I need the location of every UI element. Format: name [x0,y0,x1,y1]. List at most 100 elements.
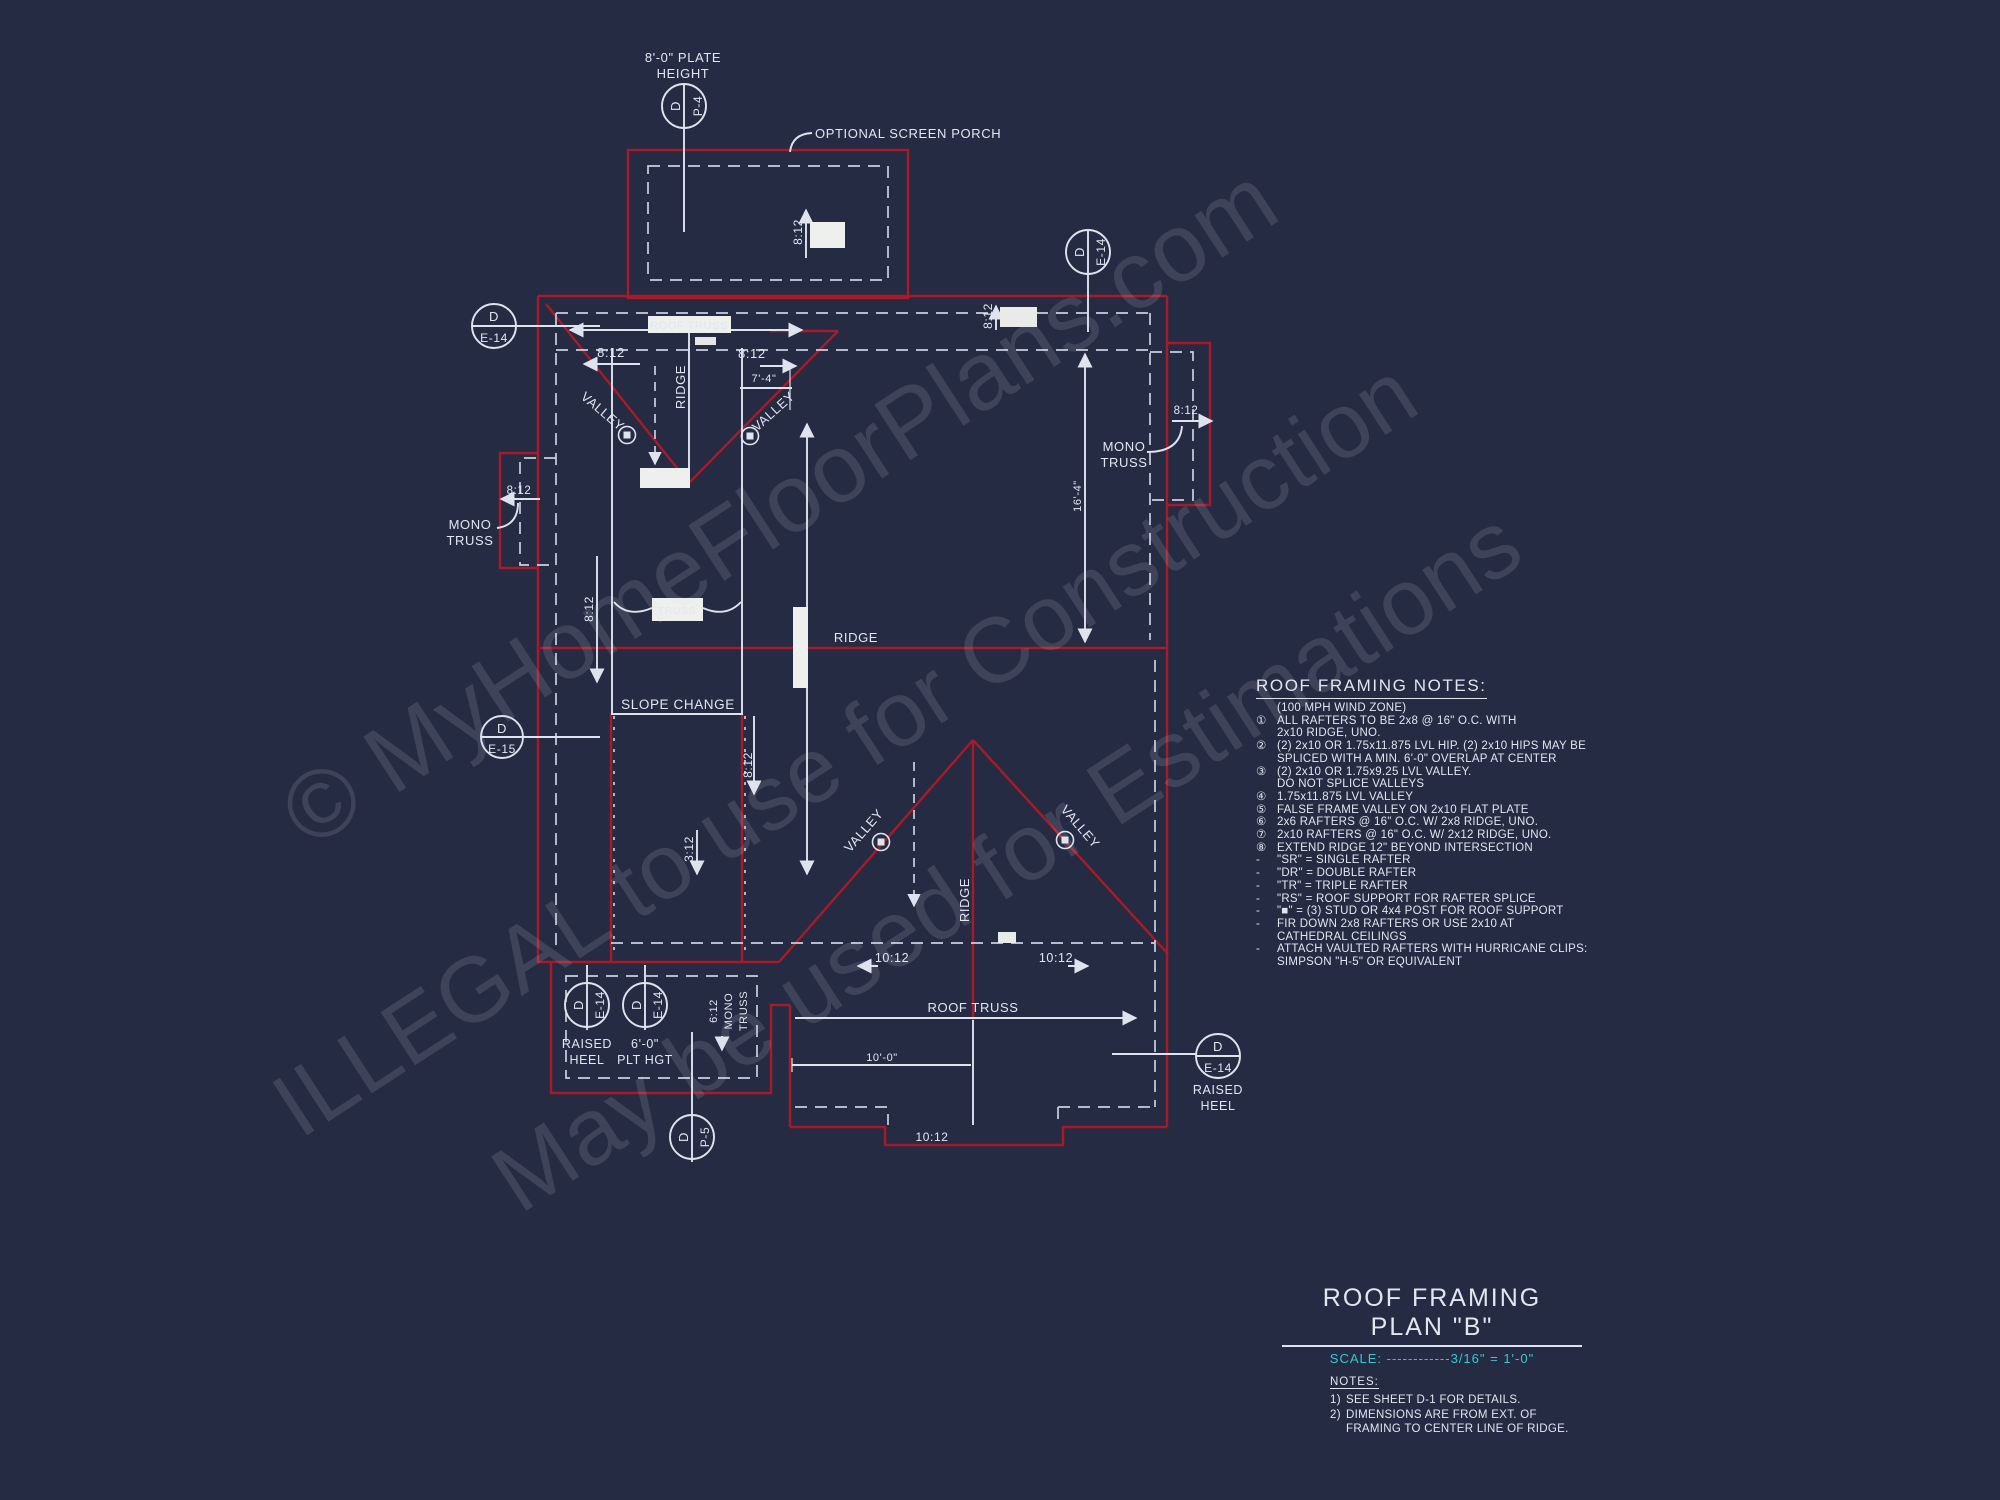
title-block: ROOF FRAMING PLAN "B" SCALE: -----------… [1282,1284,1582,1366]
mono-truss-label: TRUSS [738,991,750,1031]
mono-truss-label: TRUSS [446,533,493,548]
raised-heel-label: RAISED [562,1037,612,1051]
callout-sheet: E-14 [651,991,665,1019]
valley-label: VALLEY [749,388,798,434]
callout-sheet: E-15 [488,742,516,756]
callout-letter: D [497,721,507,736]
note-row: CATHEDRAL CEILINGS [1277,930,1407,943]
dashed-leader-arrows [648,366,921,908]
callout-sheet: E-14 [480,331,508,345]
dimension-label: 7'-4" [752,373,777,385]
detail-callouts [471,83,1241,1160]
note-row: -"SR" = SINGLE RAFTER [1256,854,1411,867]
note-row: -"■" = (3) STUD OR 4x4 POST FOR ROOF SUP… [1256,905,1564,918]
callout-letter: D [629,1000,644,1010]
sheet-notes-rows: 1)SEE SHEET D-1 FOR DETAILS. 2)DIMENSIONS… [1330,1393,1569,1437]
mono-truss-label: MONO [449,517,492,532]
note-row: (100 MPH WIND ZONE) [1277,702,1407,714]
callout-sheet: E-14 [1204,1061,1232,1075]
note-row: 1)SEE SHEET D-1 FOR DETAILS. [1330,1394,1521,1406]
callout-letter: D [1213,1039,1223,1054]
note-row: ②(2) 2x10 OR 1.75x11.875 LVL HIP. (2) 2x… [1256,740,1586,753]
optional-screen-porch-label: OPTIONAL SCREEN PORCH [815,126,1001,141]
slope-label: 8:12 [741,752,755,778]
plt-hgt-label: 6'-0" [631,1037,659,1051]
dimension-label: 16'-4" [1072,480,1084,512]
mono-truss-label: TRUSS [1100,455,1147,470]
mono-truss-label: 6:12 [708,999,720,1023]
slope-label: 3:12 [682,836,696,862]
slope-label: 8:12 [597,345,625,360]
plate-height-label: HEIGHT [657,66,710,81]
dashed-overhang-lines [519,165,1194,1125]
callout-sheet: E-14 [593,991,607,1019]
callout-sheet: P-5 [698,1127,712,1147]
slope-label: 10:12 [1039,951,1073,965]
roof-truss-label: ROOF TRUSS [650,320,728,332]
red-roof-outlines [498,148,1212,1147]
slope-label: 8:12 [791,219,805,245]
plate-height-label: 8'-0" PLATE [645,50,721,65]
truss-label: TRUSS [658,605,697,617]
roof-framing-notes-panel: ROOF FRAMING NOTES: (100 MPH WIND ZONE)①… [1256,676,1676,969]
plan-scale: SCALE: ------------3/16" = 1'-0" [1329,1351,1535,1366]
callout-letter: D [489,309,499,324]
roof-support-symbol [617,425,637,445]
slope-label: 8:12 [981,303,995,329]
callout-sheet: E-14 [1094,238,1108,266]
callout-letter: D [571,1000,586,1010]
note-row: -"TR" = TRIPLE RAFTER [1256,879,1408,892]
note-row: -FIR DOWN 2x8 RAFTERS OR USE 2x10 AT [1256,917,1515,930]
ridge-label: RIDGE [673,365,688,409]
note-row: SIMPSON "H-5" OR EQUIVALENT [1277,956,1463,969]
ridge-label: RIDGE [957,878,972,922]
note-row: -ATTACH VAULTED RAFTERS WITH HURRICANE C… [1256,943,1588,956]
callout-letter: D [668,101,683,111]
plan-title: ROOF FRAMING PLAN "B" [1282,1284,1582,1347]
ridge-label: RIDGE [834,630,878,645]
mono-truss-label: MONO [723,993,735,1030]
slope-label: 8:12 [582,596,596,622]
callout-letter: D [676,1132,691,1142]
callout-letter: D [1072,247,1087,257]
note-row: 2x10 RIDGE, UNO. [1277,727,1381,740]
plt-hgt-label: PLT HGT [617,1053,673,1067]
mono-truss-label: MONO [1103,439,1146,454]
note-row: FRAMING TO CENTER LINE OF RIDGE. [1346,1423,1569,1436]
note-row: DO NOT SPLICE VALLEYS [1277,778,1425,791]
slope-label: 10:12 [915,1130,948,1144]
note-row: -"RS" = ROOF SUPPORT FOR RAFTER SPLICE [1256,892,1536,905]
roof-support-symbol [871,832,891,852]
raised-heel-label: HEEL [1200,1099,1235,1113]
slope-change-label: SLOPE CHANGE [621,697,735,712]
dash-dot-wall-lines [613,716,746,958]
roof-support-symbols [617,425,1075,852]
note-row: 2)DIMENSIONS ARE FROM EXT. OF [1330,1408,1537,1421]
roof-support-symbol [740,426,760,446]
roof-support-symbol [1055,830,1075,850]
raised-heel-label: RAISED [1193,1083,1243,1097]
slope-label: 8:12 [738,346,766,361]
note-row: -"DR" = DOUBLE RAFTER [1256,867,1417,880]
sheet-notes: NOTES: 1)SEE SHEET D-1 FOR DETAILS. 2)DIM… [1330,1372,1569,1437]
slope-label: 8:12 [1174,405,1199,417]
plan-labels: 8'-0" PLATE HEIGHT D P-4 D E-14 D E-14 D… [446,50,1243,1147]
slope-label: 8:12 [507,485,532,497]
roof-framing-notes-title: ROOF FRAMING NOTES: [1256,676,1487,699]
highlight-boxes [640,222,1037,943]
dimension-label: 10'-0" [866,1052,898,1064]
callout-sheet: P-4 [691,96,705,116]
roof-truss-label: ROOF TRUSS [928,1000,1019,1015]
sheet-notes-title: NOTES: [1330,1376,1379,1389]
slope-label: 10:12 [875,951,909,965]
note-row: SPLICED WITH A MIN. 6'-0" OVERLAP AT CEN… [1277,752,1557,765]
